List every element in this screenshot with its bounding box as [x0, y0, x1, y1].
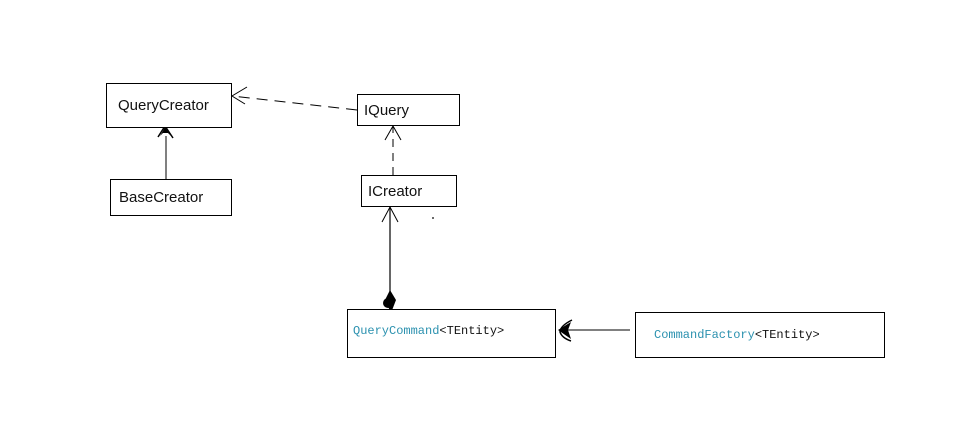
interface-label-iquery: IQuery	[364, 101, 410, 119]
edge-querycommand-icreator	[381, 205, 399, 313]
interface-box-iquery[interactable]: IQuery	[357, 94, 460, 126]
edge-basecreator-querycreator	[157, 124, 174, 180]
type-name-querycommand: QueryCommand	[353, 324, 440, 338]
edge-commandfactory-querycommand	[558, 319, 630, 342]
class-label-basecreator: BaseCreator	[119, 189, 204, 206]
class-label-querycreator: QueryCreator	[118, 97, 209, 114]
interface-box-icreator[interactable]: ICreator	[361, 175, 457, 207]
type-name-commandfactory: CommandFactory	[654, 328, 755, 342]
edge-icreator-iquery	[384, 124, 402, 175]
class-box-querycreator[interactable]: QueryCreator	[106, 83, 232, 128]
stray-dot	[432, 217, 434, 219]
generic-param-querycommand: <TEntity>	[439, 324, 505, 338]
class-label-querycommand: QueryCommand<TEntity>	[348, 310, 504, 338]
edge-iquery-querycreator	[231, 86, 358, 111]
class-box-querycommand[interactable]: QueryCommand<TEntity>	[347, 309, 556, 358]
class-box-basecreator[interactable]: BaseCreator	[110, 179, 232, 216]
class-box-commandfactory[interactable]: CommandFactory<TEntity>	[635, 312, 885, 358]
generic-param-commandfactory: <TEntity>	[754, 328, 820, 342]
interface-label-icreator: ICreator	[368, 182, 423, 200]
class-label-commandfactory: CommandFactory<TEntity>	[636, 313, 820, 342]
